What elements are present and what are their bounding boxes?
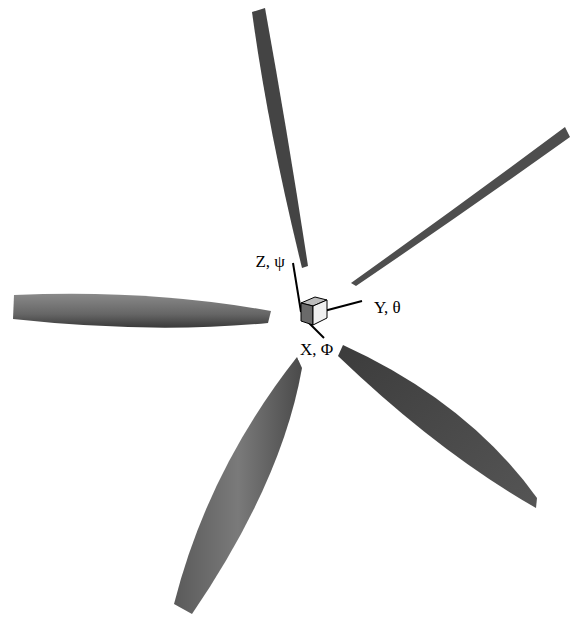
axis-label: Z, ψ — [253, 253, 287, 272]
blade — [174, 357, 302, 614]
axis-label: Y, θ — [372, 299, 403, 318]
blade — [338, 345, 537, 508]
blade — [13, 294, 271, 328]
blade — [252, 8, 308, 268]
axis-cube — [301, 297, 327, 325]
axis-label: X, Φ — [298, 341, 335, 360]
axis-line — [324, 301, 362, 311]
blade — [351, 127, 570, 286]
axis-line — [293, 263, 301, 312]
axis-line — [309, 323, 324, 338]
